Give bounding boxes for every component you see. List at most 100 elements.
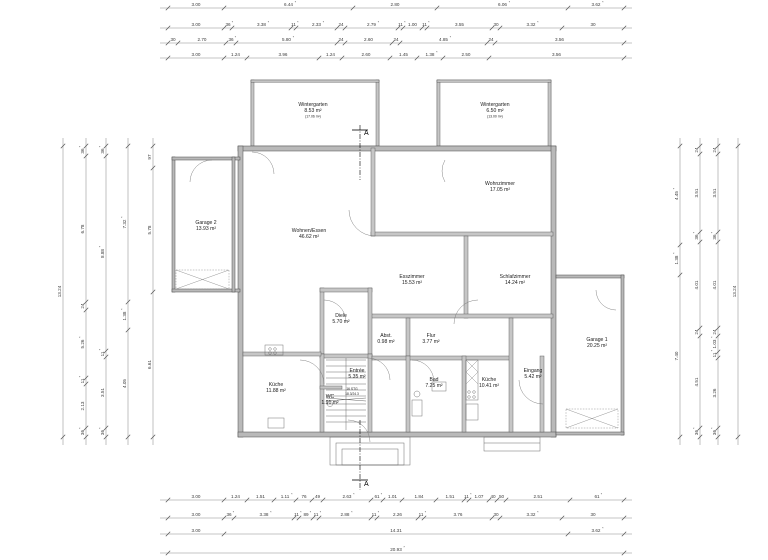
svg-text:*: * <box>291 492 293 496</box>
svg-text:36: 36 <box>100 148 105 154</box>
svg-text:24: 24 <box>338 22 344 27</box>
svg-text:*: * <box>98 427 102 429</box>
dimension-label: 3.00 <box>192 528 201 533</box>
svg-text:3.56: 3.56 <box>552 52 561 57</box>
room-name: Wintergarten <box>298 102 327 108</box>
svg-text:*: * <box>710 427 714 429</box>
room-area: 6.50 m² <box>486 108 504 114</box>
svg-text:36: 36 <box>694 430 699 436</box>
dimension-label: 11* <box>398 20 406 27</box>
svg-text:2.13: 2.13 <box>80 401 85 410</box>
svg-text:97: 97 <box>147 154 152 160</box>
svg-text:2.50: 2.50 <box>462 52 471 57</box>
dimension-label: 13.24 <box>57 285 62 297</box>
dimension-label: 5.26* <box>78 336 85 349</box>
dimension-label: 89* <box>303 510 311 517</box>
staircase <box>325 357 391 430</box>
svg-text:36: 36 <box>228 37 234 42</box>
room-name: Esszimmer <box>399 274 424 280</box>
svg-text:*: * <box>509 0 511 4</box>
dimension-label: 24 <box>80 303 85 309</box>
svg-text:*: * <box>381 492 383 496</box>
svg-text:3.51: 3.51 <box>712 188 717 197</box>
dimension-label: 50 <box>499 494 505 499</box>
svg-text:14.31: 14.31 <box>390 528 402 533</box>
svg-text:*: * <box>470 492 472 496</box>
dimension-label: 2.63* <box>343 492 356 499</box>
svg-text:3.56: 3.56 <box>555 37 564 42</box>
dimension-label: 6.44* <box>284 0 297 7</box>
dimension-label: 3.55 <box>455 22 464 27</box>
svg-text:11: 11 <box>712 352 717 357</box>
svg-text:*: * <box>710 349 714 351</box>
section-marker-a-top: A <box>364 130 369 137</box>
svg-text:24: 24 <box>694 329 699 335</box>
garage-2-structure <box>171 156 241 293</box>
interior-walls <box>242 147 554 433</box>
svg-text:*: * <box>436 50 438 54</box>
dimension-label: 3.62* <box>592 526 605 533</box>
svg-text:76: 76 <box>301 494 307 499</box>
svg-text:89: 89 <box>303 512 309 517</box>
svg-text:24: 24 <box>712 329 717 335</box>
dimension-label: 3.62* <box>592 0 605 7</box>
svg-text:8.88: 8.88 <box>100 249 105 258</box>
room-area-secondary: (17.06 m²) <box>305 115 321 119</box>
svg-text:4.01: 4.01 <box>712 280 717 289</box>
svg-text:*: * <box>602 526 604 530</box>
svg-text:30: 30 <box>590 22 596 27</box>
svg-text:*: * <box>692 427 696 429</box>
dimension-label: 24 <box>488 37 494 42</box>
svg-text:2.60: 2.60 <box>364 37 373 42</box>
dimension-label: 1.38* <box>672 252 679 265</box>
svg-text:30: 30 <box>493 22 499 27</box>
room-name: Abst. <box>380 333 392 339</box>
dimension-label: 1.01 <box>388 494 397 499</box>
svg-text:*: * <box>378 20 380 24</box>
dimension-label: 3.00 <box>192 52 201 57</box>
svg-text:24: 24 <box>712 147 717 153</box>
svg-text:*: * <box>78 427 82 429</box>
dimension-label: 7.32* <box>120 216 127 229</box>
dimension-label: 2.33* <box>312 20 325 27</box>
room-area: 5.42 m² <box>524 374 542 380</box>
svg-text:1.03: 1.03 <box>712 339 717 348</box>
dimension-label: 2.26 <box>393 512 402 517</box>
svg-text:5.80: 5.80 <box>282 37 291 42</box>
svg-text:6.78: 6.78 <box>80 224 85 233</box>
svg-text:40: 40 <box>490 494 496 499</box>
dimension-label: 2.79* <box>367 20 380 27</box>
svg-text:*: * <box>323 20 325 24</box>
svg-text:*: * <box>310 510 312 514</box>
svg-text:1.38: 1.38 <box>122 311 127 320</box>
dimension-label: 24 <box>338 37 344 42</box>
svg-text:1.24: 1.24 <box>231 52 240 57</box>
svg-text:*: * <box>378 510 380 514</box>
dimension-label: 30 <box>493 22 499 27</box>
dimension-label: 2.60 <box>364 37 373 42</box>
stair-count-label: 16 STG <box>346 387 358 391</box>
svg-text:*: * <box>601 492 603 496</box>
dimension-label: 3.00 <box>192 494 201 499</box>
dimension-label: 49 <box>315 494 321 499</box>
room-area: 11.88 m² <box>266 388 286 394</box>
svg-text:*: * <box>450 35 452 39</box>
dimension-label: 36* <box>225 20 233 27</box>
dimension-label: 7.40 <box>674 351 679 360</box>
dimension-label: 3.00 <box>192 512 201 517</box>
dimension-label: 4.01 <box>712 280 717 289</box>
svg-text:7.40: 7.40 <box>674 351 679 360</box>
svg-text:3.00: 3.00 <box>192 512 201 517</box>
svg-text:3.32: 3.32 <box>527 22 536 27</box>
svg-text:11: 11 <box>291 22 296 27</box>
dimension-label: 4.85* <box>439 35 452 42</box>
room-name: Wohnen/Essen <box>292 228 327 234</box>
door-swings <box>189 151 617 443</box>
